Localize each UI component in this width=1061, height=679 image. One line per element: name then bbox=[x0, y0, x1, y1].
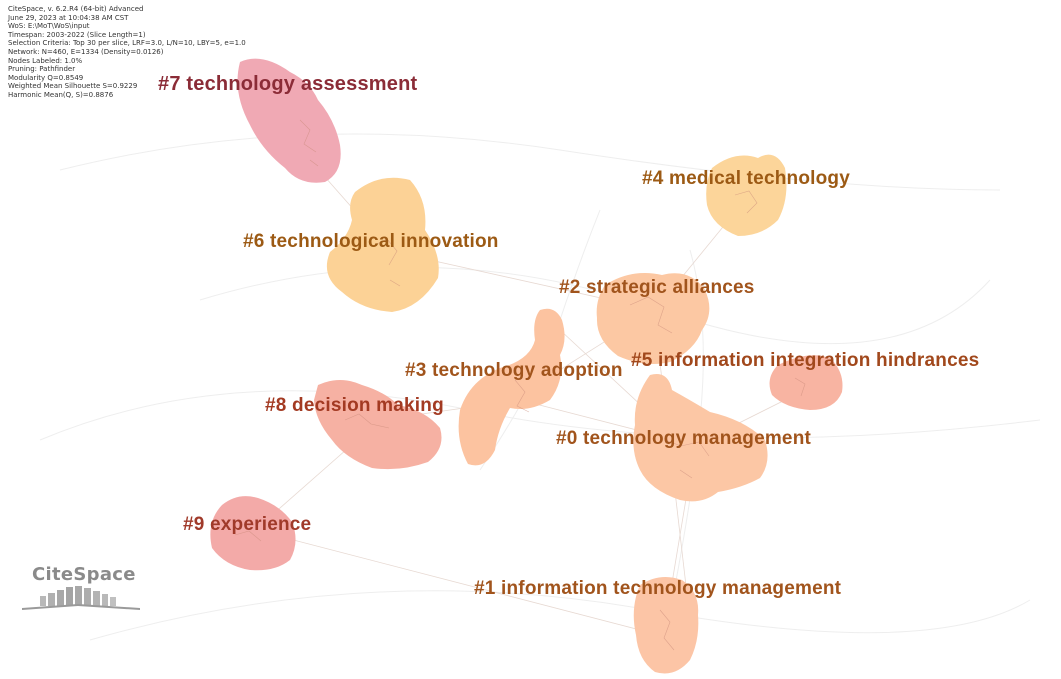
cluster-label-7[interactable]: #7 technology assessment bbox=[158, 73, 418, 95]
cluster-label-5[interactable]: #5 information integration hindrances bbox=[631, 350, 980, 371]
info-line: CiteSpace, v. 6.2.R4 (64-bit) Advanced bbox=[8, 5, 144, 13]
info-line: Nodes Labeled: 1.0% bbox=[8, 56, 83, 65]
node-cluster-details bbox=[234, 119, 806, 651]
cluster-hull-8 bbox=[314, 380, 442, 470]
info-line: Harmonic Mean(Q, S)=0.8876 bbox=[8, 91, 114, 99]
cluster-hull-9 bbox=[210, 496, 296, 571]
cluster-label-9[interactable]: #9 experience bbox=[183, 514, 312, 535]
cluster-hull-4 bbox=[706, 154, 787, 236]
citespace-logo: CiteSpace bbox=[18, 562, 144, 618]
logo-bars-graphic bbox=[22, 586, 140, 610]
cluster-hull-7 bbox=[237, 58, 341, 183]
cluster-hull-5 bbox=[769, 355, 843, 410]
cluster-label-1[interactable]: #1 information technology management bbox=[474, 578, 842, 599]
cluster-hull-3 bbox=[458, 308, 565, 466]
cluster-hull-2 bbox=[596, 272, 710, 364]
cluster-label-3[interactable]: #3 technology adoption bbox=[405, 360, 623, 381]
info-line: WoS: E:\MoT\WoS\input bbox=[8, 22, 90, 31]
info-line: Timespan: 2003-2022 (Slice Length=1) bbox=[8, 30, 146, 39]
info-line: Pruning: Pathfinder bbox=[8, 65, 76, 74]
cluster-label-2[interactable]: #2 strategic alliances bbox=[559, 277, 755, 298]
info-line: June 29, 2023 at 10:04:38 AM CST bbox=[8, 13, 129, 22]
cluster-hull-1 bbox=[633, 576, 699, 674]
cluster-label-8[interactable]: #8 decision making bbox=[265, 395, 444, 416]
info-line: Selection Criteria: Top 30 per slice, LR… bbox=[8, 39, 246, 48]
cluster-label-0[interactable]: #0 technology management bbox=[556, 428, 812, 449]
info-line: Network: N=460, E=1334 (Density=0.0126) bbox=[8, 48, 164, 56]
logo-wordmark: CiteSpace bbox=[32, 564, 136, 585]
info-line: Modularity Q=0.8549 bbox=[8, 73, 84, 82]
cluster-hull-6 bbox=[326, 177, 439, 312]
info-line: Weighted Mean Silhouette S=0.9229 bbox=[8, 82, 138, 91]
cluster-label-6[interactable]: #6 technological innovation bbox=[243, 231, 499, 252]
cluster-label-4[interactable]: #4 medical technology bbox=[642, 168, 850, 189]
cluster-hull-0 bbox=[633, 374, 768, 502]
